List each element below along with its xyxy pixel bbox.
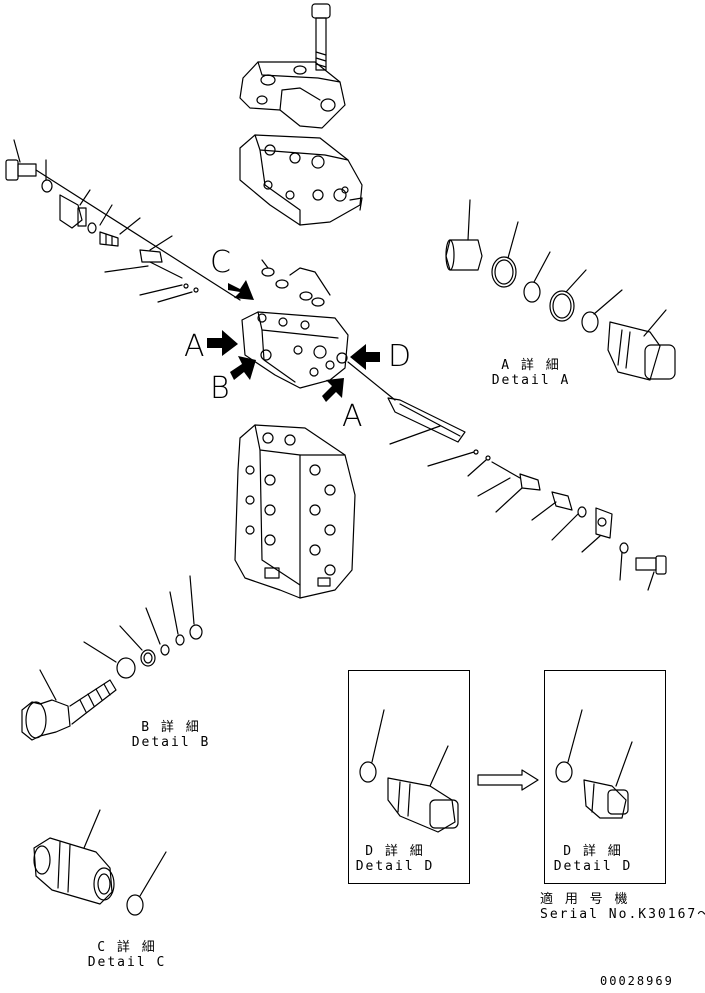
detail-d-old-box (348, 670, 470, 884)
detail-c-caption: C 詳 細 Detail C (82, 940, 172, 970)
detail-c-en: Detail C (87, 955, 167, 970)
detail-d-new-en: Detail D (553, 859, 633, 874)
right-spool-assembly (347, 361, 667, 591)
drawing-number: 00028969 (600, 974, 674, 988)
callout-a-bottom: A (342, 399, 363, 434)
detail-a-jp: A 詳 細 (501, 358, 561, 373)
detail-d-old-caption: D 詳 細 Detail D (350, 844, 440, 874)
callout-b: B (210, 371, 230, 406)
callout-arrows (207, 280, 380, 402)
upper-valve-section (239, 134, 363, 226)
detail-d-new-box (544, 670, 666, 884)
detail-d-old-parts (359, 709, 459, 833)
serial-en: Serial No.K30167～ (540, 907, 705, 922)
callout-c: C (210, 245, 231, 280)
detail-b-caption: B 詳 細 Detail B (126, 720, 216, 750)
serial-caption: 適 用 号 機 Serial No.K30167～ (540, 892, 705, 922)
detail-b-en: Detail B (131, 735, 211, 750)
left-spool-assembly (5, 139, 241, 303)
detail-d-new-caption: D 詳 細 Detail D (548, 844, 638, 874)
detail-a-parts (445, 199, 676, 381)
detail-d-new-jp: D 詳 細 (563, 844, 623, 859)
detail-a-caption: A 詳 細 Detail A (486, 358, 576, 388)
top-bolt (311, 3, 331, 71)
replacement-arrow (477, 769, 539, 791)
serial-jp: 適 用 号 機 (540, 892, 630, 907)
detail-b-parts (21, 575, 203, 741)
callout-d: D (388, 339, 412, 374)
detail-b-jp: B 詳 細 (141, 720, 201, 735)
lower-valve-stack (234, 424, 356, 599)
top-cover (239, 61, 346, 129)
detail-c-parts (33, 809, 167, 916)
main-valve-block (241, 259, 349, 389)
callout-a-left: A (184, 329, 205, 364)
detail-d-old-jp: D 詳 細 (365, 844, 425, 859)
detail-c-jp: C 詳 細 (97, 940, 157, 955)
detail-d-old-en: Detail D (355, 859, 435, 874)
detail-d-new-parts (555, 709, 633, 819)
detail-a-en: Detail A (491, 373, 571, 388)
